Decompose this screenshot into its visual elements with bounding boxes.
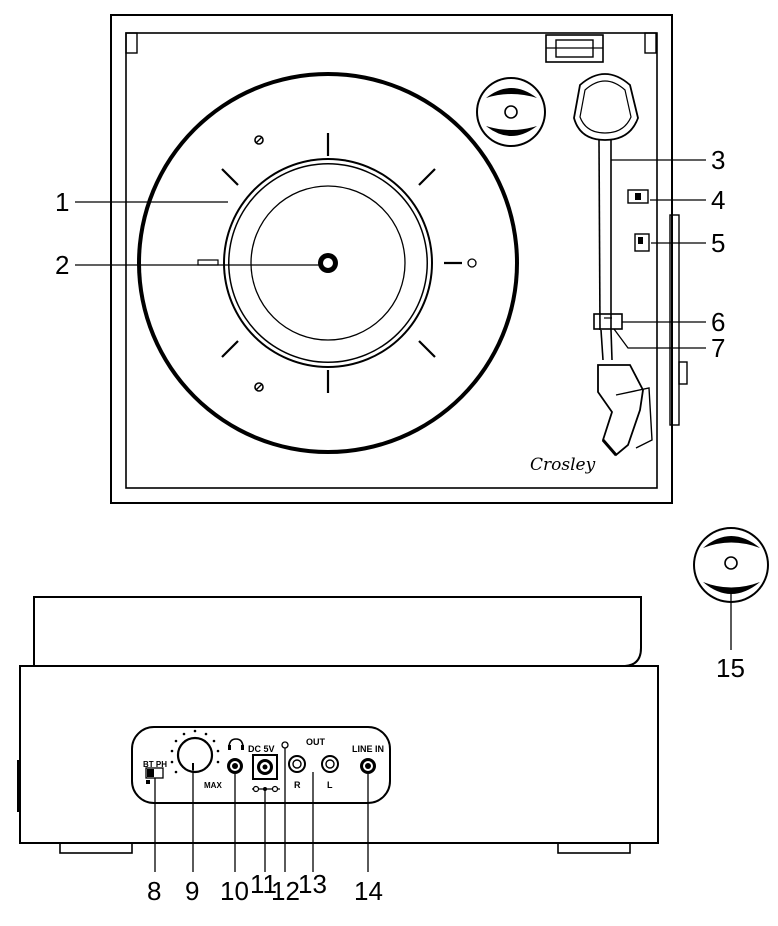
callout-13: 13 — [298, 869, 327, 899]
side-knob — [678, 361, 688, 385]
callout-12: 12 — [271, 876, 300, 906]
dc-label: DC 5V — [248, 744, 275, 754]
callout-lines-top — [75, 159, 706, 349]
callout-5: 5 — [711, 228, 725, 258]
headphone-jack — [227, 738, 244, 774]
volume-knob: MAX — [170, 729, 222, 790]
callout-1: 1 — [55, 187, 69, 217]
right-channel-label: R — [294, 780, 301, 790]
left-channel-label: L — [327, 780, 333, 790]
callout-2: 2 — [55, 250, 69, 280]
callout-lines-bottom — [154, 748, 369, 872]
line-in-jack: LINE IN — [352, 744, 384, 774]
callout-3: 3 — [711, 145, 725, 175]
callout-10: 10 — [220, 876, 249, 906]
max-label: MAX — [204, 781, 222, 790]
adapter-holder — [476, 77, 546, 147]
callout-15: 15 — [716, 653, 745, 683]
side-panel — [669, 214, 680, 426]
callout-4: 4 — [711, 185, 725, 215]
switch-label: BT PH — [143, 760, 167, 769]
callout-8: 8 — [147, 876, 161, 906]
adapter-45rpm — [693, 527, 769, 650]
foot-right — [557, 842, 631, 854]
callout-11: 11 — [250, 869, 277, 899]
foot-left — [59, 842, 133, 854]
connector-panel — [131, 726, 391, 804]
out-label: OUT — [306, 737, 326, 747]
brand-logo: Crosley — [530, 455, 596, 475]
line-in-label: LINE IN — [352, 744, 384, 754]
callout-9: 9 — [185, 876, 199, 906]
auto-stop-switch — [634, 233, 650, 252]
strobe-marks — [221, 133, 462, 393]
screw-bottom — [254, 382, 264, 392]
tonearm — [545, 34, 653, 457]
cabinet-rear — [19, 665, 659, 844]
screw-top — [254, 135, 264, 145]
hinge-left — [125, 32, 138, 54]
turntable-top-view: Crosley — [110, 14, 688, 504]
speed-switch — [627, 189, 649, 204]
callout-7: 7 — [711, 333, 725, 363]
rca-outputs: OUT R L — [288, 737, 339, 790]
dust-cover — [33, 596, 642, 667]
plinth-inner — [125, 32, 658, 489]
platter — [137, 72, 519, 454]
turntable-rear-view: BT PH MAX DC 5V — [17, 596, 659, 854]
cabinet-outline — [110, 14, 673, 504]
callout-6: 6 — [711, 307, 725, 337]
callout-numbers: 1 2 3 4 5 6 7 8 9 10 11 12 13 14 15 — [55, 145, 745, 906]
hinge-right — [644, 32, 657, 54]
indicator-led — [281, 741, 289, 749]
dc-power-jack: DC 5V — [248, 744, 280, 793]
callout-14: 14 — [354, 876, 383, 906]
